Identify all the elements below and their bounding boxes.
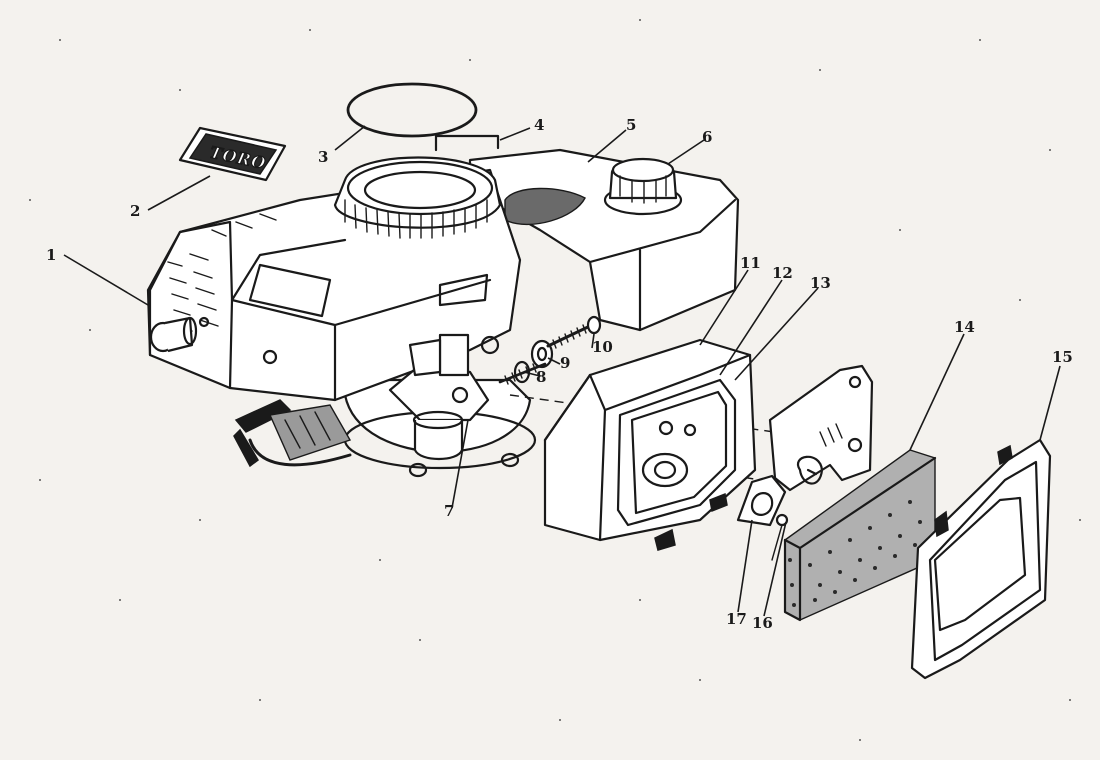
carburetor: [388, 333, 500, 461]
gasket-ring: [346, 82, 478, 138]
recoil-starter: [333, 156, 502, 239]
callout-14: 14: [954, 318, 975, 336]
callout-2: 2: [130, 202, 140, 220]
callout-17: 17: [726, 610, 747, 628]
air-cleaner-base: [543, 338, 757, 551]
bracket-plate: [768, 364, 874, 561]
air-cleaner-cover: [910, 438, 1052, 680]
callout-7: 7: [444, 502, 454, 520]
washer-8: [513, 360, 531, 384]
callout-13: 13: [810, 274, 831, 292]
callout-4: 4: [534, 116, 544, 134]
callout-11: 11: [740, 254, 761, 272]
bracket-strip: [434, 134, 500, 152]
toro-decal: TORO: [178, 126, 287, 182]
callout-9: 9: [560, 354, 570, 372]
filter-gasket: [736, 474, 787, 527]
callout-15: 15: [1052, 348, 1073, 366]
callout-1: 1: [46, 246, 56, 264]
stud-bolt: [546, 315, 602, 349]
fuel-cap: [603, 157, 683, 216]
callout-16: 16: [752, 614, 773, 632]
callout-10: 10: [592, 338, 613, 356]
callout-3: 3: [318, 148, 328, 166]
paper-speckle: [29, 19, 1081, 741]
hardware-stack: [498, 315, 602, 385]
callout-12: 12: [772, 264, 793, 282]
spacer: [530, 339, 554, 369]
engine-body: [146, 156, 537, 478]
fuel-tank-assembly: [468, 148, 740, 332]
callout-labels: 1 2 3 4 5 6 7 8 9 10 11 12 13 14 15 16 1…: [46, 116, 1073, 632]
spark-plug-lead: [233, 399, 352, 468]
leader-lines: [63, 125, 1061, 617]
callout-5: 5: [626, 116, 636, 134]
callout-8: 8: [536, 368, 546, 386]
engine-cover-side: [148, 213, 277, 357]
callout-6: 6: [702, 128, 712, 146]
